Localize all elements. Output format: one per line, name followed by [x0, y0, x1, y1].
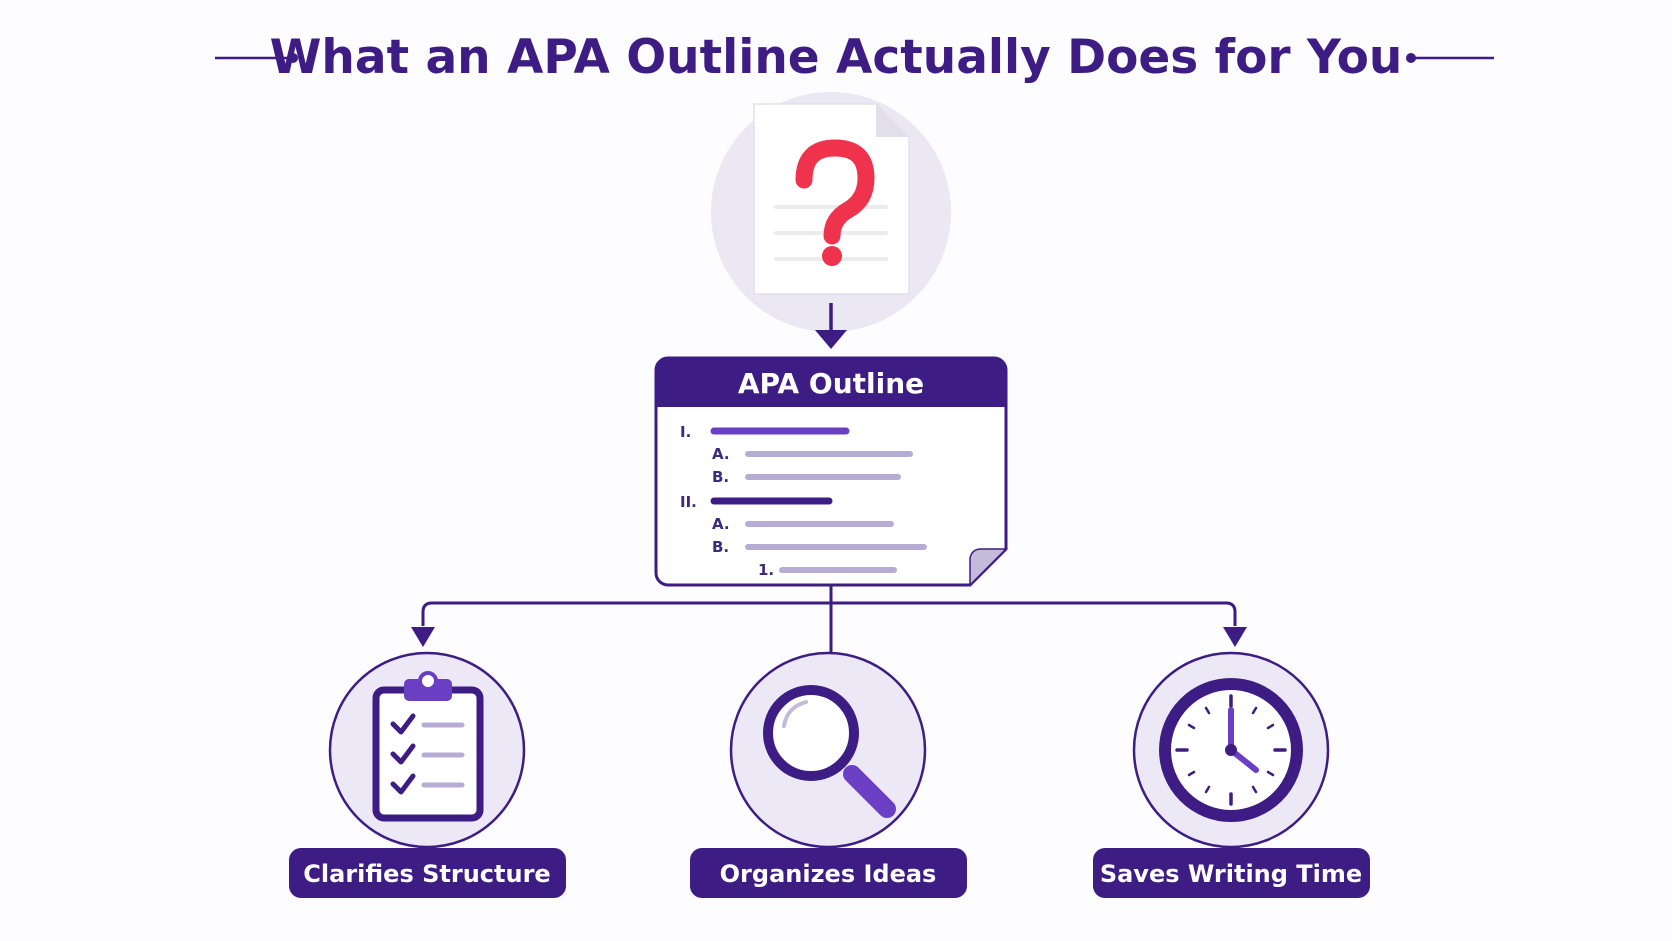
outline-numeral: I. [680, 423, 691, 441]
outline-page-curl [969, 548, 1008, 587]
document-page [753, 103, 910, 295]
benefit-label: Clarifies Structure [303, 860, 550, 888]
arrow-to-outline [815, 303, 847, 349]
outline-card-header [656, 358, 1006, 407]
connector-bus [421, 601, 1237, 626]
title-group: What an APA Outline Actually Does for Yo… [215, 30, 1494, 85]
outline-numeral: A. [712, 515, 730, 533]
clipboard-checklist-icon [372, 671, 484, 822]
benefit-label: Organizes Ideas [720, 860, 937, 888]
outline-heading: APA Outline [738, 367, 924, 400]
outline-numeral: B. [712, 538, 729, 556]
clock-icon [1159, 678, 1303, 822]
benefit-clarifies-structure: Clarifies Structure [289, 651, 566, 898]
outline-numeral: II. [680, 493, 697, 511]
benefit-pill [690, 848, 967, 898]
title-right-dot [1406, 53, 1416, 63]
arrow-down-icon [1223, 627, 1247, 647]
arrow-down-icon [815, 330, 847, 349]
document-fold [876, 104, 909, 137]
arrow-down-icon [411, 627, 435, 647]
outline-numeral: A. [712, 445, 730, 463]
benefit-organizes-ideas: Organizes Ideas [690, 651, 967, 898]
question-mark-icon [795, 139, 875, 245]
outline-numeral: 1. [758, 561, 774, 579]
outline-numeral: B. [712, 468, 729, 486]
benefit-label: Saves Writing Time [1100, 860, 1362, 888]
connector-tree [411, 585, 1247, 652]
question-document-icon [711, 92, 951, 332]
question-mark-dot [822, 246, 842, 266]
benefit-pill [289, 848, 566, 898]
outline-card: APA Outline I. A. B. II. A. B. 1. [654, 356, 1008, 587]
magnifying-glass-icon [763, 685, 896, 818]
benefit-pill [1093, 848, 1370, 898]
benefit-saves-writing-time: Saves Writing Time [1093, 651, 1370, 898]
page-title: What an APA Outline Actually Does for Yo… [270, 30, 1403, 85]
title-left-dot [288, 53, 298, 63]
